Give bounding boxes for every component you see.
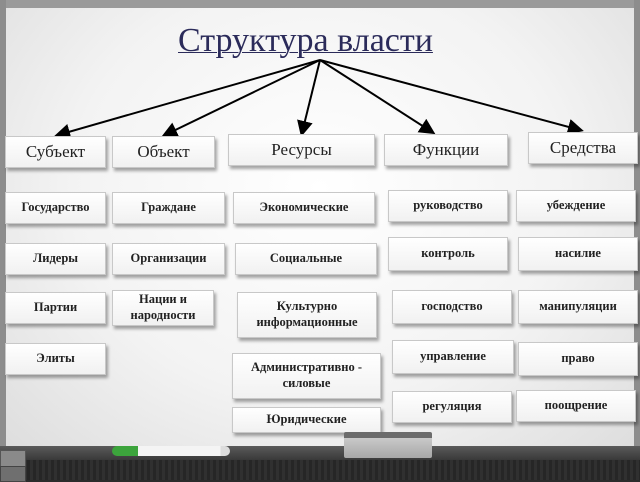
means-item: манипуляции (518, 290, 638, 324)
eraser-image (344, 432, 432, 458)
resources-item: Экономические (233, 192, 375, 224)
means-item: поощрение (516, 390, 636, 422)
object-item: Нации и народности (112, 290, 214, 326)
functions-item: господство (392, 290, 512, 324)
means-item: убеждение (516, 190, 636, 222)
resources-item: Культурно информационные (237, 292, 377, 338)
resources-item: Административно - силовые (232, 353, 381, 399)
object-item: Организации (112, 243, 225, 275)
subject-item: Лидеры (5, 243, 106, 275)
arrow-to-means (319, 59, 584, 135)
header-subject: Субъект (5, 136, 106, 168)
object-item: Граждане (112, 192, 225, 224)
arrow-to-functions (319, 59, 436, 135)
functions-item: регуляция (392, 391, 512, 423)
resources-item: Социальные (235, 243, 377, 275)
chalk-image (112, 446, 230, 456)
resources-item: Юридические (232, 407, 381, 433)
subject-item: Партии (5, 292, 106, 324)
board-frame-left (0, 0, 6, 458)
arrow-to-resources (297, 59, 321, 137)
subject-item: Государство (5, 192, 106, 224)
header-means: Средства (528, 132, 638, 164)
functions-item: управление (392, 340, 514, 374)
header-object: Объект (112, 136, 215, 168)
functions-item: руководство (388, 190, 508, 222)
header-functions: Функции (384, 134, 508, 166)
arrow-to-object (161, 59, 321, 137)
subject-item: Элиты (5, 343, 106, 375)
diagram-title: Структура власти (178, 22, 433, 59)
functions-item: контроль (388, 237, 508, 271)
means-item: право (518, 342, 638, 376)
header-resources: Ресурсы (228, 134, 375, 166)
arrow-to-subject (54, 59, 321, 140)
board-frame-right (634, 0, 640, 458)
means-item: насилие (518, 237, 638, 271)
tray-bottom (0, 460, 640, 480)
